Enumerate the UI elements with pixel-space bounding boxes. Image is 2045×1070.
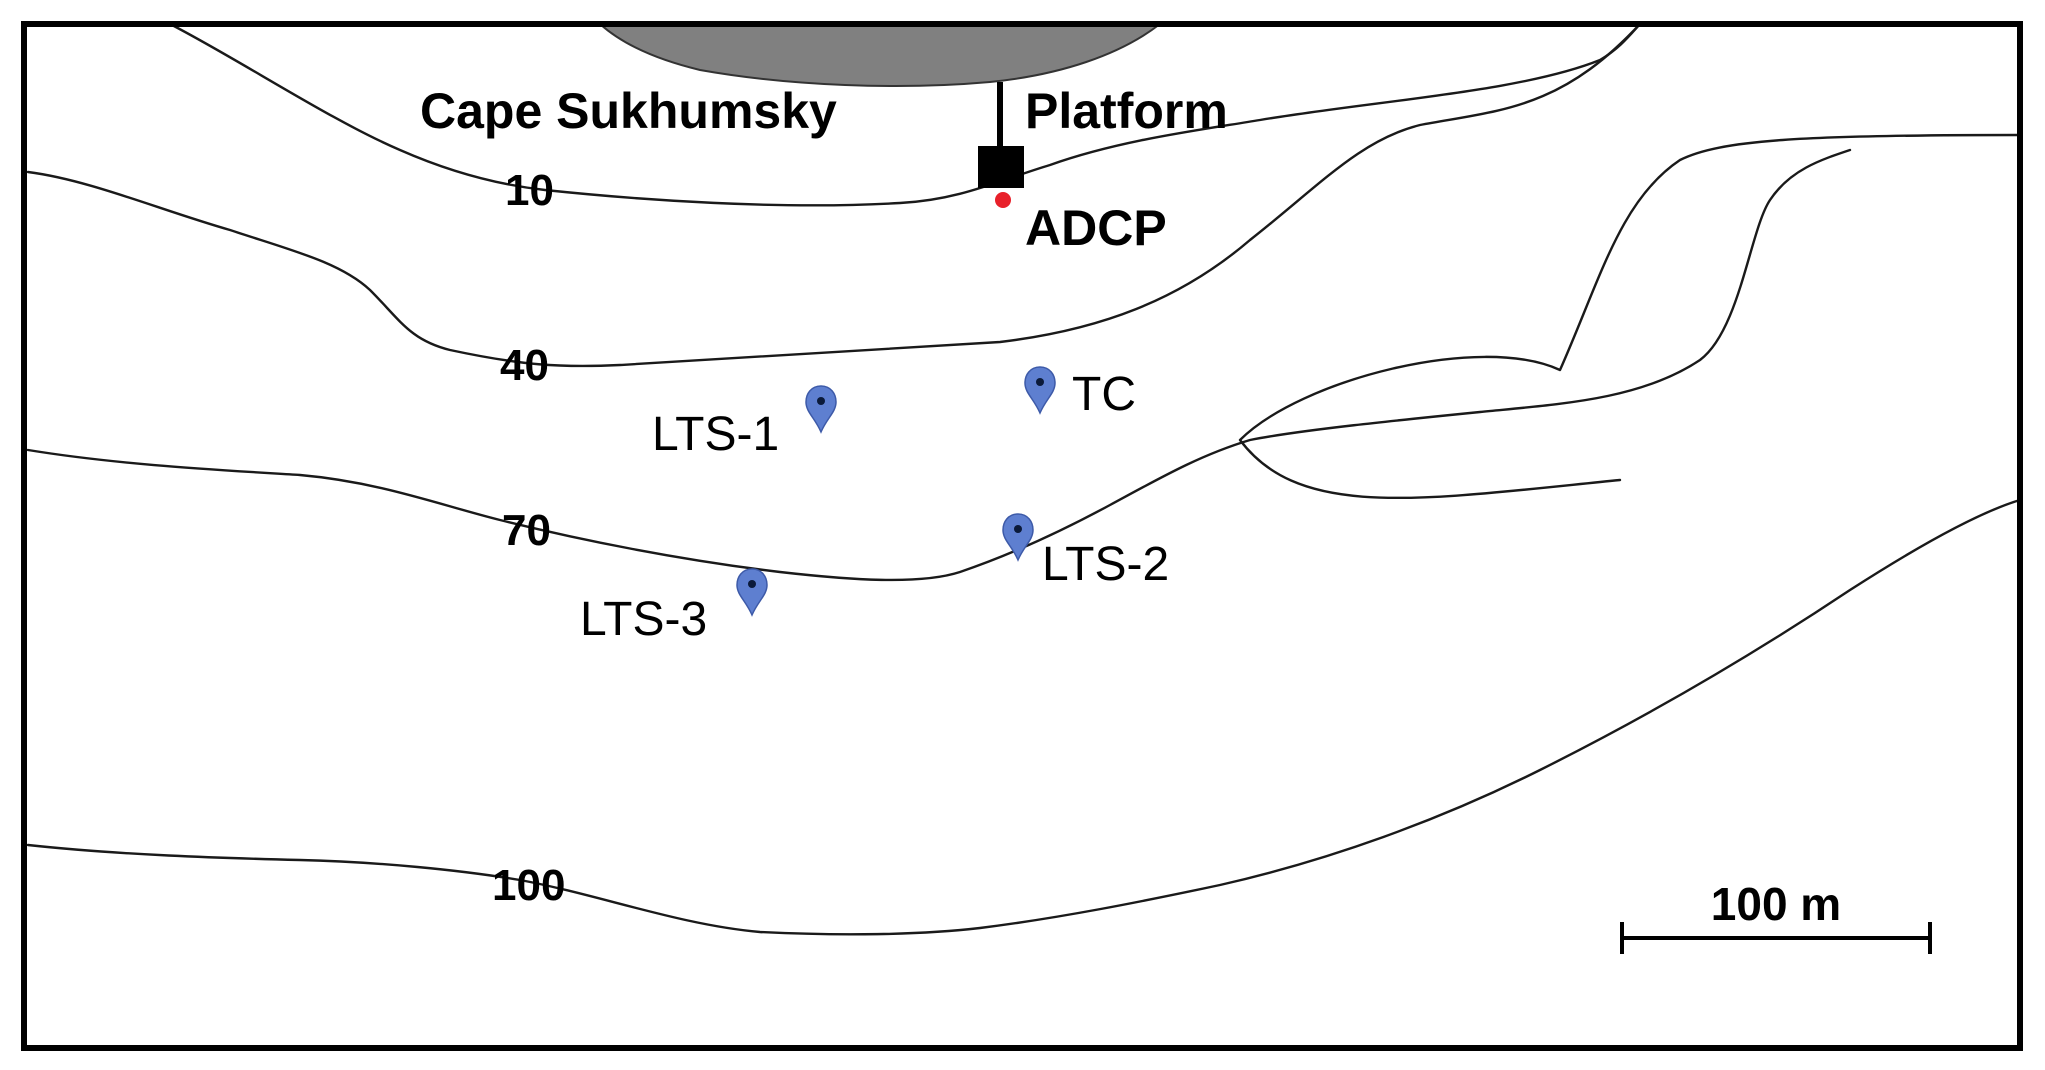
contour-70m [1238,133,2022,500]
depth-label-40: 40 [500,341,549,390]
contour-70m-main [26,148,1852,582]
station-label-lts-3: LTS-3 [580,593,707,646]
adcp-marker [995,192,1011,208]
cape-label: Cape Sukhumsky [420,83,837,139]
station-marker-lts-2 [1002,513,1034,562]
platform-marker [978,146,1024,188]
station-marker-lts-1 [805,385,837,434]
contour-100m [26,498,2022,936]
cape-land-shape [597,23,1163,87]
depth-label-10: 10 [505,166,554,215]
depth-label-70: 70 [502,506,551,555]
scale-bar: 100 m [1620,878,1932,954]
platform-label: Platform [1025,83,1228,139]
station-marker-lts-3 [736,568,768,617]
map-frame [21,21,2023,1051]
scale-bar-label: 100 m [1711,878,1841,930]
contour-10m [168,22,1642,207]
adcp-label: ADCP [1025,200,1167,256]
station-label-tc: TC [1072,368,1136,421]
station-label-lts-1: LTS-1 [652,408,779,461]
contour-40m [26,22,1642,368]
depth-label-100: 100 [492,861,565,910]
station-label-lts-2: LTS-2 [1042,538,1169,591]
station-marker-tc [1024,366,1056,415]
